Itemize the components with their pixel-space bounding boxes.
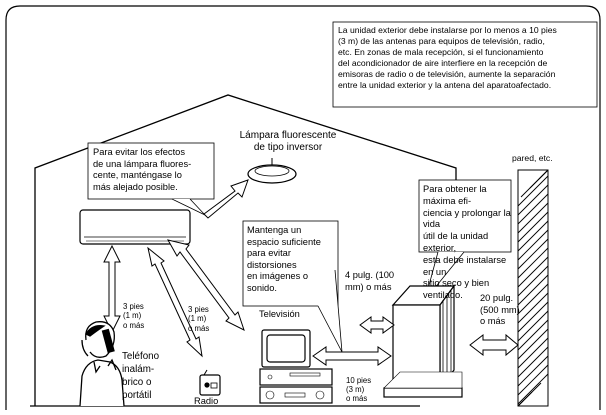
top-note-text: La unidad exterior debe instalarse por l… xyxy=(338,25,557,90)
wall xyxy=(517,169,549,407)
radio-label: Radio xyxy=(194,396,219,406)
television-icon xyxy=(259,329,333,404)
radio-distance-label: 3 pies (1 m) o más xyxy=(188,305,210,333)
four-inch-arrow xyxy=(359,316,395,334)
space-note-text: Mantenga un espacio suficiente para evit… xyxy=(247,225,321,293)
tv-label: Televisión xyxy=(259,309,300,319)
tv-distance-label: 10 pies (3 m) o más xyxy=(346,376,372,403)
twenty-inch-label: 20 pulg. (500 mm) o más xyxy=(480,293,520,326)
lamp-note-box xyxy=(87,142,215,200)
tv-distance-arrow xyxy=(167,239,245,331)
tv-outdoor-arrow xyxy=(312,346,392,366)
twenty-inch-arrow xyxy=(469,333,519,357)
phone-label: Teléfono inalám- brico o portátil xyxy=(122,351,160,401)
outer-frame xyxy=(5,5,601,410)
fluorescent-lamp-icon xyxy=(247,158,297,184)
wall-label: pared, etc. xyxy=(512,153,553,163)
phone-distance-label: 3 pies (1 m) o más xyxy=(123,302,145,330)
radio-icon xyxy=(199,369,221,396)
lamp-arrow xyxy=(203,179,249,219)
lamp-label: Lámpara fluorescente de tipo inversor xyxy=(239,130,337,153)
top-note-box xyxy=(332,21,598,108)
lamp-note-text: Para evitar los efectos de una lámpara f… xyxy=(93,147,192,192)
outdoor-note-box xyxy=(418,179,512,253)
space-note-box xyxy=(242,220,339,307)
outdoor-note-text: Para obtener la máxima efi- ciencia y pr… xyxy=(423,184,511,301)
radio-distance-arrow xyxy=(147,246,203,358)
four-inch-label: 4 pulg. (100 mm) o más xyxy=(345,270,395,292)
phone-distance-arrow xyxy=(103,244,121,334)
outdoor-unit xyxy=(383,284,463,398)
indoor-ac-unit xyxy=(79,209,191,245)
person-phone-icon xyxy=(79,321,125,407)
